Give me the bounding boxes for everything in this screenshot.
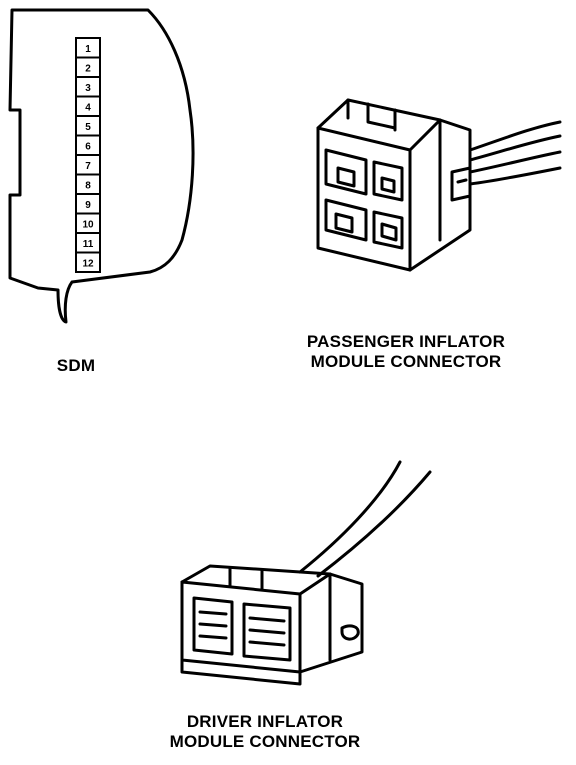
driver-label-line1: DRIVER INFLATOR	[186, 712, 344, 731]
sdm-pin-number: 7	[85, 161, 91, 172]
sdm-pin-number: 9	[85, 200, 91, 211]
passenger-label-line1: PASSENGER INFLATOR	[306, 332, 506, 351]
driver-label-line2: MODULE CONNECTOR	[169, 732, 361, 751]
sdm-pin-number: 2	[85, 63, 91, 74]
sdm-pin-number: 10	[82, 219, 94, 230]
sdm-pin-number: 3	[85, 83, 91, 94]
sdm-label: SDM	[56, 356, 96, 375]
sdm-pin-number: 11	[83, 239, 94, 250]
passenger-label-line2: MODULE CONNECTOR	[310, 352, 502, 371]
sdm-pin-number: 4	[85, 102, 91, 113]
sdm-pin-number: 12	[82, 258, 94, 269]
sdm-pin-number: 1	[85, 44, 91, 55]
sdm-pin-number: 6	[85, 141, 91, 152]
sdm-pin-number: 5	[85, 122, 91, 133]
passenger-connector-label: PASSENGER INFLATOR MODULE CONNECTOR	[270, 332, 542, 372]
sdm-pin-cell	[75, 251, 101, 273]
driver-connector-label: DRIVER INFLATOR MODULE CONNECTOR	[130, 712, 400, 752]
passenger-connector-drawing	[316, 98, 562, 272]
driver-connector-drawing	[180, 460, 432, 686]
sdm-outline	[8, 8, 195, 324]
sdm-pin-number: 8	[85, 180, 91, 191]
